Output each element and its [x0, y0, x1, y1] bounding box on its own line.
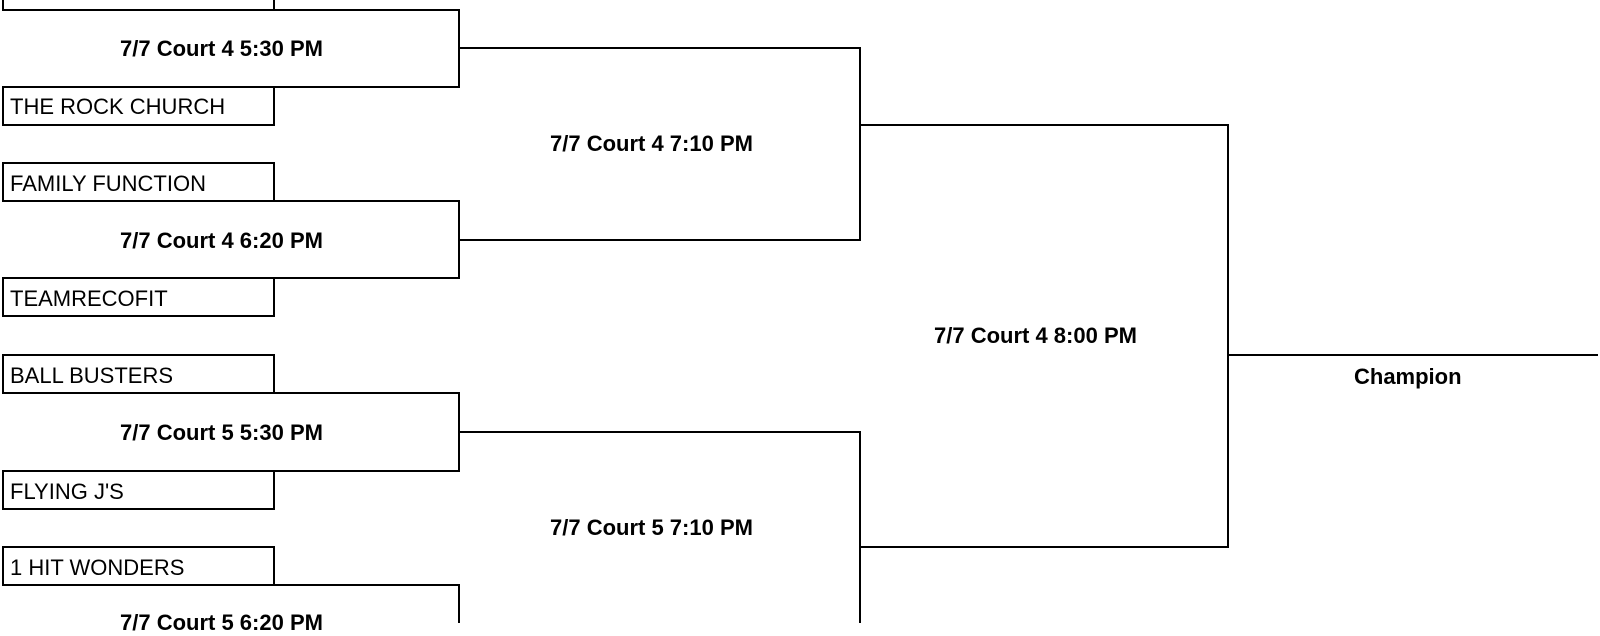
r1-game-label: 7/7 Court 4 6:20 PM: [120, 228, 323, 253]
champion-label: Champion: [1354, 364, 1462, 389]
team-slot-2: [2, 162, 275, 202]
r2-game-2-box: [459, 431, 861, 623]
team-name: 1 HIT WONDERS: [10, 555, 185, 580]
team-name: TEAMRECOFIT: [10, 286, 168, 311]
team-slot-4: [2, 354, 275, 394]
r2-game-label: 7/7 Court 4 7:10 PM: [550, 131, 753, 156]
bracket-lines: [2, 0, 1598, 623]
r1-game-label: 7/7 Court 5 5:30 PM: [120, 420, 323, 445]
r1-game-4-box: [274, 584, 460, 623]
r1-game-label: 7/7 Court 4 5:30 PM: [120, 36, 323, 61]
r1-game-label: 7/7 Court 5 6:20 PM: [120, 610, 323, 635]
final-game-label: 7/7 Court 4 8:00 PM: [934, 323, 1137, 348]
team-slot-1: [2, 86, 275, 126]
final-box: [860, 124, 1229, 548]
team-slot-3: [2, 277, 275, 317]
team-slot-0: [2, 0, 275, 11]
team-name: THE ROCK CHURCH: [10, 94, 226, 119]
r2-game-label: 7/7 Court 5 7:10 PM: [550, 515, 753, 540]
team-slot-6: [2, 546, 275, 586]
team-name: FLYING J'S: [10, 479, 124, 504]
team-slot-5: [2, 470, 275, 510]
r2-game-1-box: [459, 47, 861, 241]
team-name: FAMILY FUNCTION: [10, 171, 206, 196]
team-name: BALL BUSTERS: [10, 363, 174, 388]
